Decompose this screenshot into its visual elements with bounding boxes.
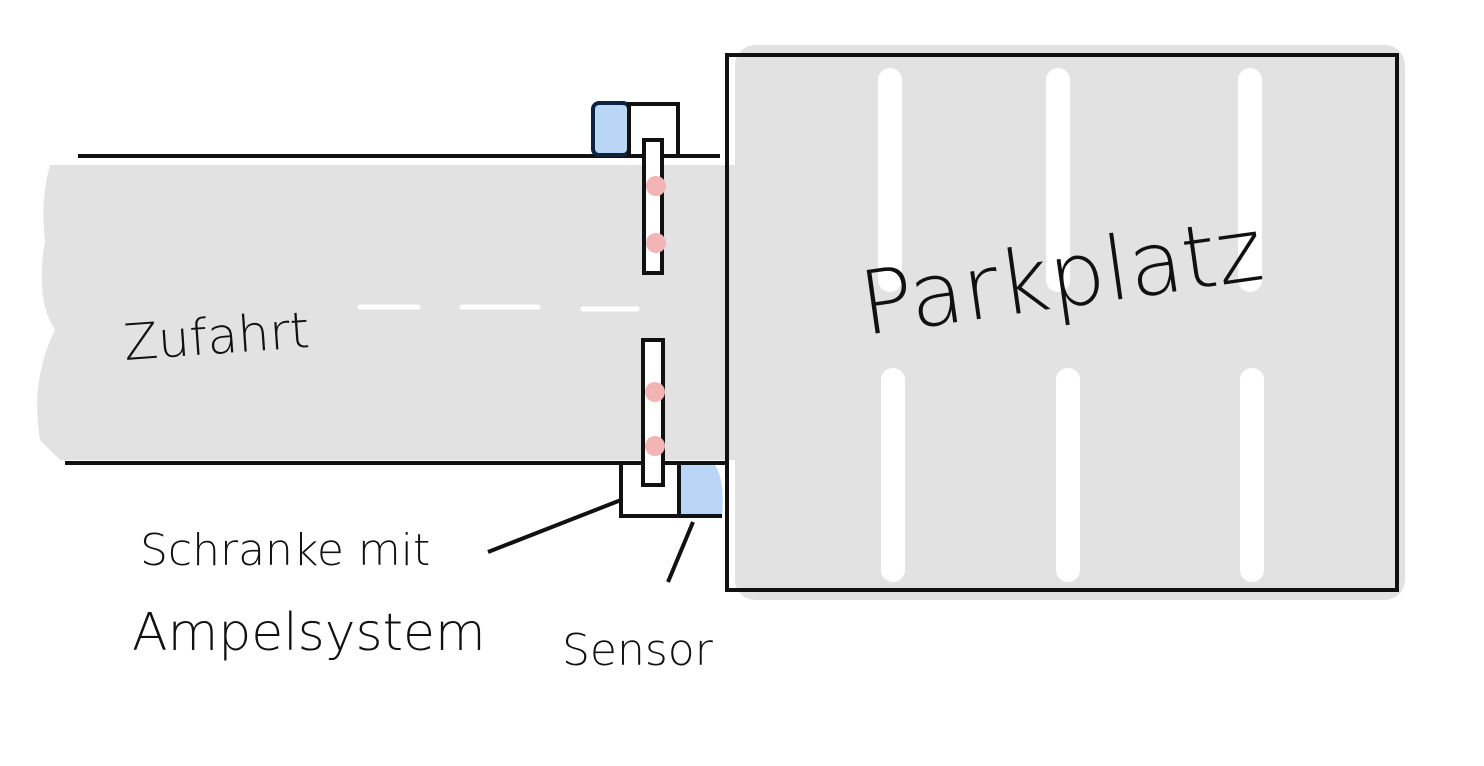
sensor-top — [591, 101, 631, 157]
stall-markings — [878, 68, 1264, 582]
barrier-label-line2: Ampelsystem — [132, 603, 486, 663]
traffic-light-red — [645, 436, 665, 456]
sensor-leader-line — [666, 521, 695, 583]
road-area — [37, 165, 745, 460]
traffic-light-red — [646, 233, 666, 253]
barrier-label-line1: Schranke mit — [140, 525, 430, 576]
traffic-light-red — [646, 176, 666, 196]
traffic-light-red — [645, 382, 665, 402]
barrier-arm-bottom — [641, 338, 665, 487]
barrier-arm-top — [642, 138, 664, 275]
road-label: Zufahrt — [122, 301, 312, 372]
sensor-bottom — [681, 465, 723, 516]
barrier-housing-top — [627, 102, 680, 155]
barrier-leader-line — [487, 498, 622, 554]
sensor-label: Sensor — [562, 625, 714, 676]
center-line — [357, 304, 640, 312]
parking-outline — [725, 53, 1399, 592]
